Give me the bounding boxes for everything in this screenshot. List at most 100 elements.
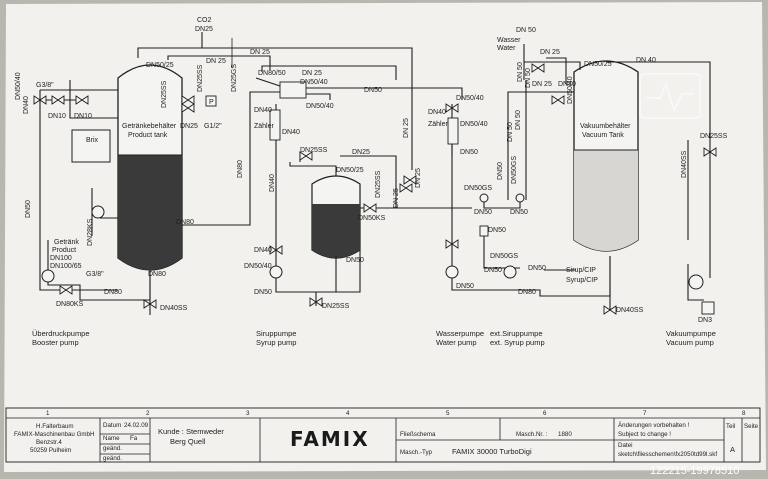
label-dn50-g: DN50 — [488, 227, 506, 234]
label-dn50-40-f2: DN50/40 — [460, 121, 488, 128]
label-dn10-a: DN10 — [48, 113, 66, 120]
label-dn50-h: DN50 — [484, 267, 502, 274]
label-water-en: Water — [497, 45, 516, 52]
label-dn40-d: DN40 — [269, 174, 276, 192]
valve — [399, 183, 413, 193]
label-zaehler-b: Zähler — [428, 121, 449, 128]
datum-label: Datum — [103, 422, 121, 429]
datum-value: 24.02.09 — [124, 422, 149, 429]
geaend-2: geänd. — [103, 455, 122, 462]
label-dn25-c: DN25 — [352, 149, 370, 156]
valve — [299, 151, 313, 161]
valve — [269, 245, 283, 255]
label-dn25ss-c: DN25SS — [300, 147, 328, 154]
water-pump-icon — [445, 265, 459, 279]
valve — [75, 95, 89, 105]
label-dn80-50: DN80/50 — [258, 70, 286, 77]
label-dn50-d: DN50 — [497, 162, 504, 180]
label-dn50gs-a: DN50GS — [464, 185, 492, 192]
label-dn50-r2: DN 50 — [525, 68, 532, 88]
label-p-gauge: P — [209, 99, 214, 106]
teil-label: Teil — [726, 423, 735, 430]
label-booster-de: Überdruckpumpe — [32, 329, 90, 338]
famix-logo: FAMIX — [290, 427, 370, 451]
valve — [51, 95, 65, 105]
label-dn50-b: DN50 — [346, 257, 364, 264]
col-number-8: 8 — [742, 410, 746, 417]
valve — [143, 299, 157, 309]
datei-value: sketch\fliesschemen\fx2050td99l.skf — [618, 451, 717, 458]
booster-pump-icon — [41, 269, 55, 283]
label-dn50-40-d: DN50/40 — [244, 263, 272, 270]
label-dn50-r4: DN 50 — [515, 110, 522, 130]
name-value: Fa — [130, 435, 138, 442]
watermark-id: 122215-19978510 — [650, 465, 739, 477]
kunde-label: Kunde : Stemweder — [158, 427, 224, 436]
label-dn50gs-b: DN50GS — [511, 156, 518, 184]
label-dn25ss-b: DN25SS — [197, 64, 204, 92]
teil-value: A — [730, 445, 735, 454]
label-dn50ks: DN50KS — [358, 215, 386, 222]
kunde-line2: Berg Quell — [170, 437, 206, 446]
label-dn40-e: DN40 — [254, 247, 272, 254]
label-dn50-left: DN50 — [25, 200, 32, 218]
datei-label: Datei — [618, 442, 632, 449]
aenderung-de: Änderungen vorbehalten ! — [618, 422, 689, 429]
label-dn25ss-f: DN25SS — [700, 133, 728, 140]
label-dn50-25-c: DN50/25 — [584, 61, 612, 68]
label-dn40ss-c: DN40SS — [681, 150, 688, 178]
label-water-pump-de: Wasserpumpe — [436, 329, 484, 338]
label-dn40-h: DN40 — [558, 81, 576, 88]
syrup-tank — [311, 175, 361, 259]
instruments — [205, 95, 715, 315]
label-water-pump-en: Water pump — [436, 338, 477, 347]
label-g38-a: G3/8" — [36, 82, 54, 89]
ext-syrup-pump-icon — [503, 265, 517, 279]
label-dn50-40-c: DN50/40 — [306, 103, 334, 110]
label-dn25-g: DN 25 — [532, 81, 552, 88]
label-dn50-r1: DN 50 — [517, 62, 524, 82]
product-tank — [117, 64, 183, 271]
valve — [363, 203, 377, 213]
brix-meter — [71, 129, 111, 163]
label-dn40ss-b: DN40SS — [616, 307, 644, 314]
label-dn40-g: DN 40 — [636, 57, 656, 64]
valve — [309, 297, 323, 307]
label-wasser-de: Wasser — [497, 37, 521, 44]
label-brix: Brix — [86, 137, 99, 144]
label-dn100: DN100 — [50, 255, 72, 262]
masch-typ-value: FAMIX 30000 TurboDigi — [452, 447, 532, 456]
label-dn50-top-r: DN 50 — [516, 27, 536, 34]
label-dn80-a: DN80 — [237, 160, 244, 178]
seite-label: Seite — [744, 423, 759, 430]
label-dn25-top2: DN 25 — [206, 58, 226, 65]
label-product-en: Product — [52, 247, 76, 254]
label-dn50-a: DN50 — [254, 289, 272, 296]
company-line3: Benzstr.4 — [36, 439, 62, 446]
label-dn50-25-a: DN50/25 — [146, 62, 174, 69]
company-line1: H.Falterbaum — [36, 423, 73, 430]
label-vacuum-tank-en: Vacuum Tank — [582, 132, 624, 139]
label-dn50-40-e: DN50/40 — [456, 95, 484, 102]
label-dn50-water: DN50 — [456, 283, 474, 290]
pressure-gauge-icon — [205, 95, 217, 107]
masch-typ-label: Masch.-Typ — [400, 449, 433, 456]
label-booster-en: Booster pump — [32, 338, 79, 347]
valve — [551, 95, 565, 105]
label-dn25-co2: DN25 — [195, 26, 213, 33]
label-syrup-pump-de: Siruppumpe — [256, 329, 296, 338]
valve — [445, 103, 459, 113]
label-vacuum-pump-en: Vacuum pump — [666, 338, 714, 347]
name-label: Name — [103, 435, 120, 442]
valve — [445, 239, 459, 249]
label-dn40-a: DN40 — [23, 96, 30, 114]
label-dn50-r3: DN 50 — [507, 122, 514, 142]
diagram-labels: CO2 DN25 DN50/40 DN40 G3/8" DN10 DN10 DN… — [15, 17, 728, 347]
masch-nr-value: 1880 — [558, 431, 572, 438]
label-ext-syrup-en: ext. Syrup pump — [490, 338, 545, 347]
label-dn25-mid: DN 25 — [403, 118, 410, 138]
valve — [531, 63, 545, 73]
label-dn25-top: DN 25 — [250, 49, 270, 56]
label-dn40-b: DN40 — [254, 107, 272, 114]
